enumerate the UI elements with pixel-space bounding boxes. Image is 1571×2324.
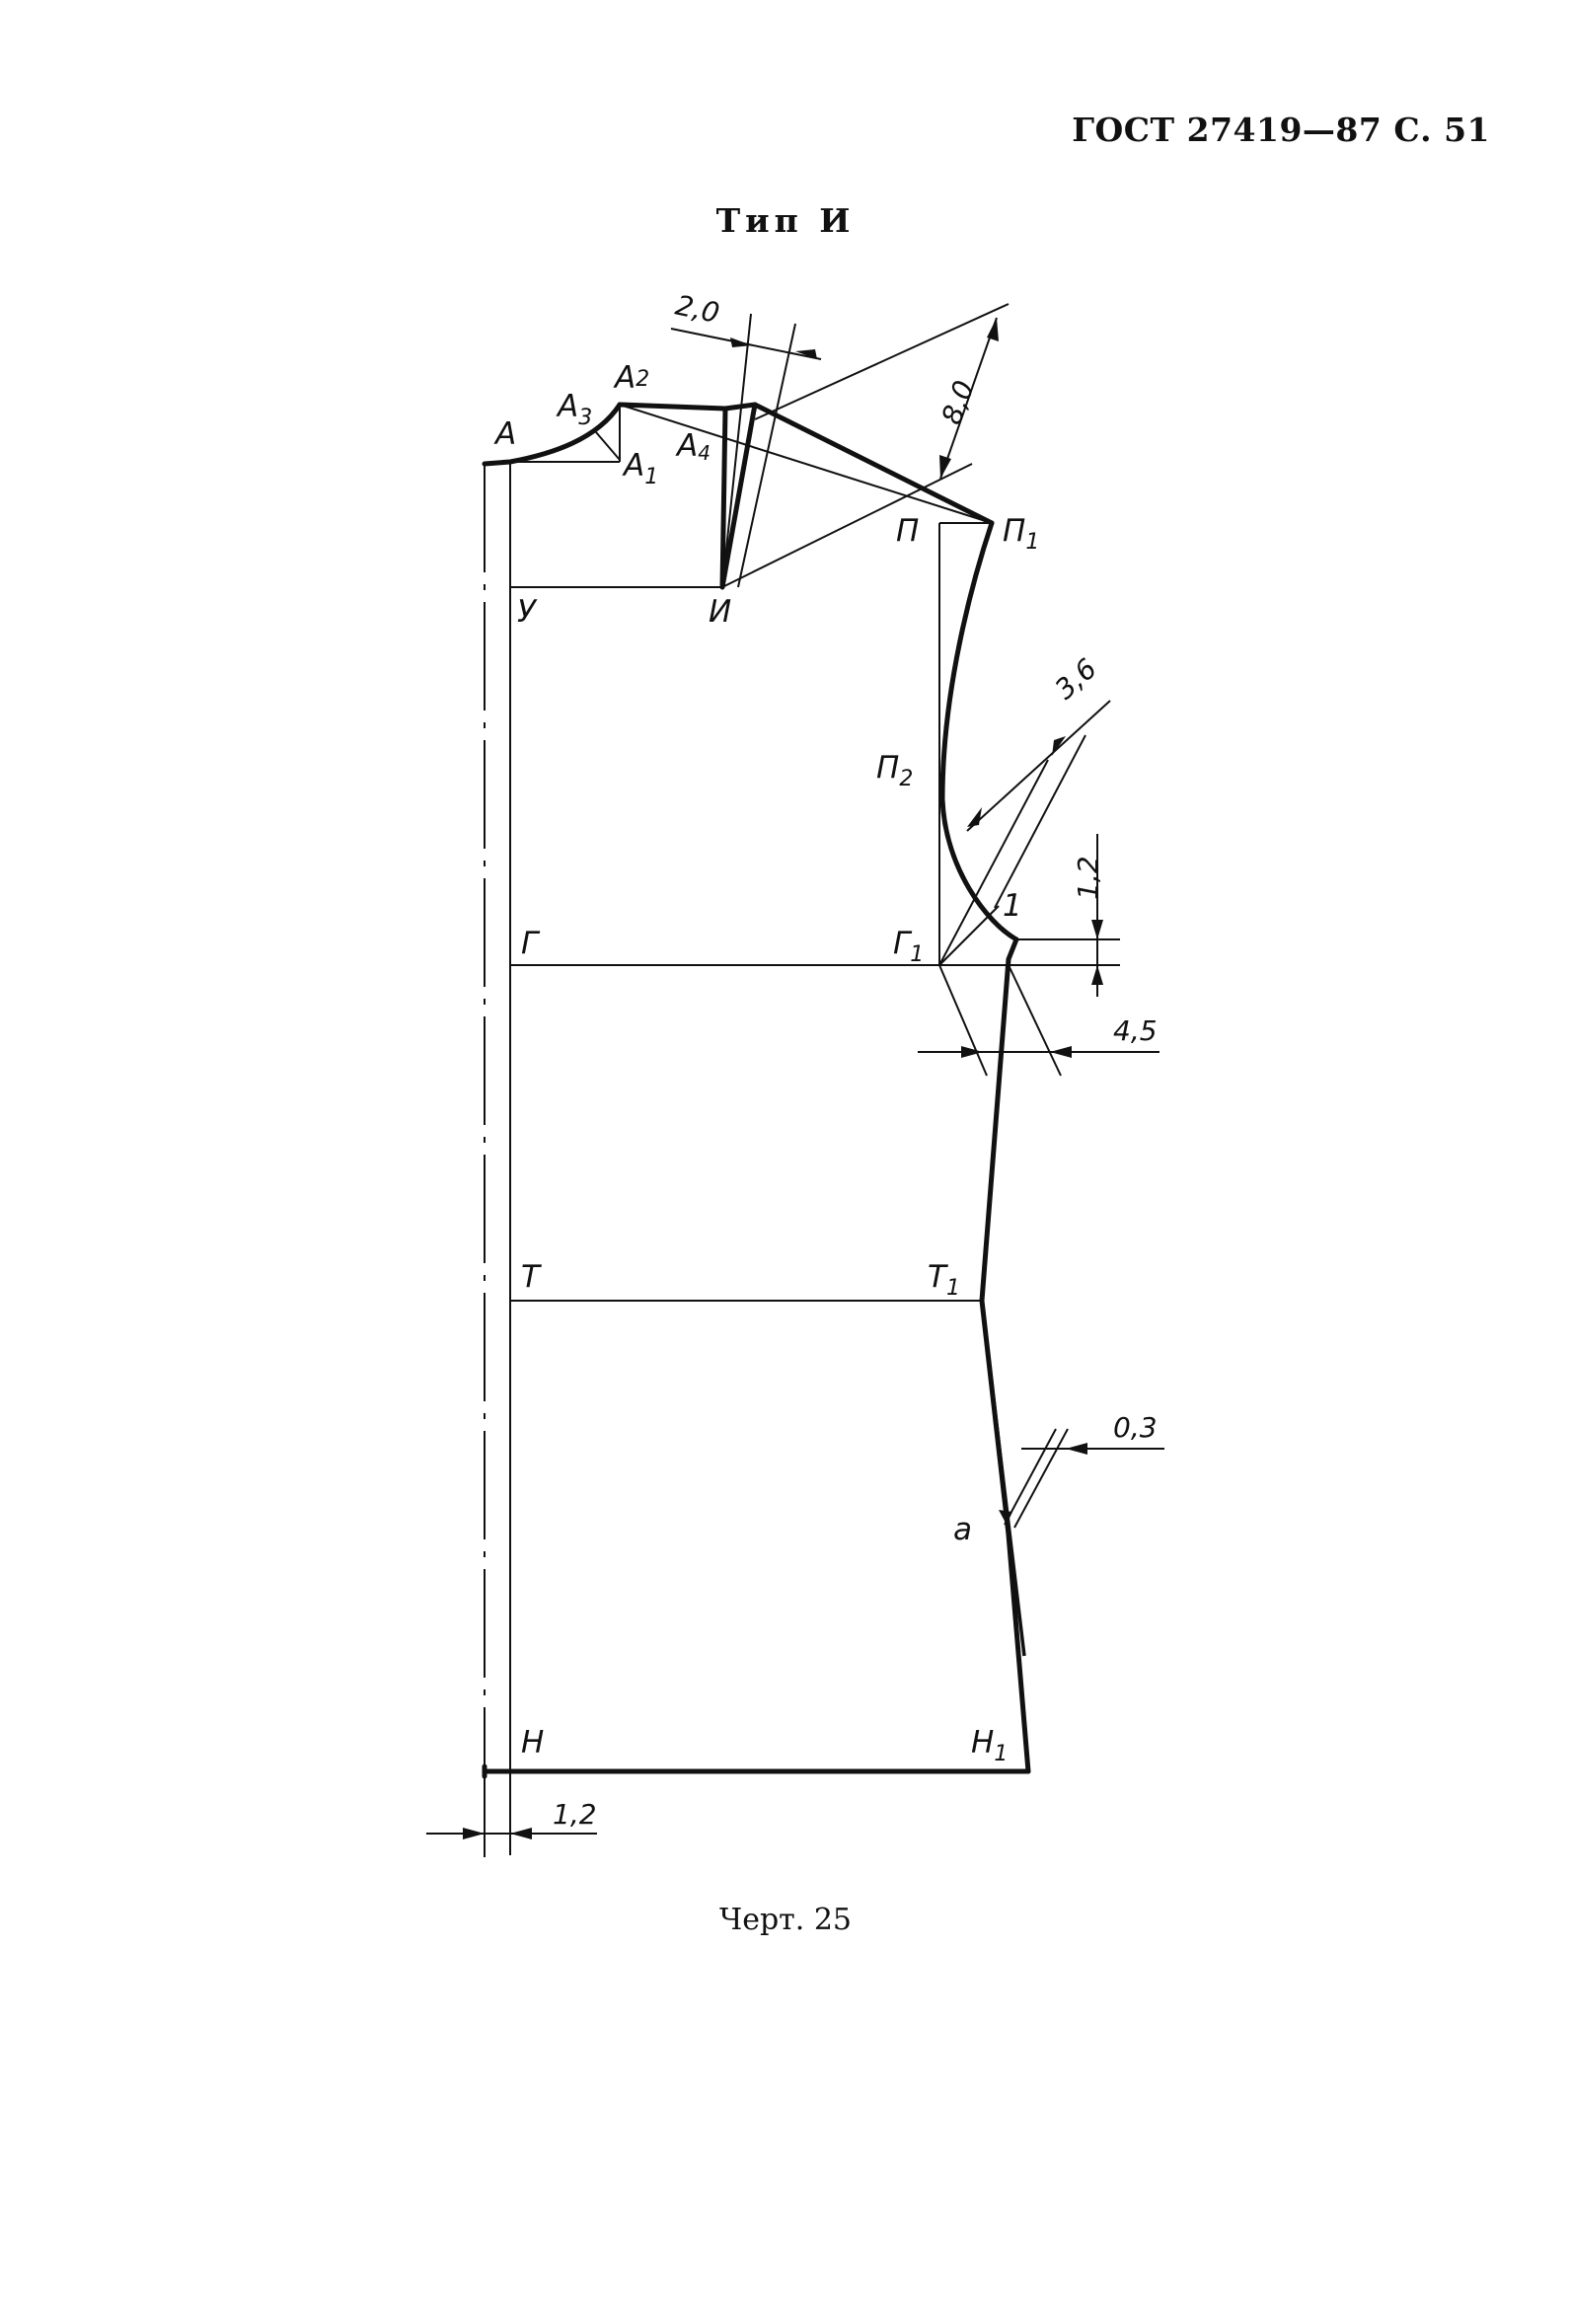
dim-2-0-label: 2,0 (673, 289, 722, 331)
label-p1: П1 (1003, 513, 1039, 555)
dim-3-6-guide-2 (994, 734, 1086, 909)
label-a3: А3 (556, 389, 592, 430)
armhole-curve (939, 520, 1019, 942)
page-header: ГОСТ 27419—87 С. 51 (1072, 111, 1490, 149)
label-a2: А2 (613, 360, 649, 396)
shoulder-line-left (617, 402, 728, 412)
label-p2-sub: 2 (899, 767, 913, 791)
dim-4-5-arrow-left (961, 1046, 983, 1058)
dart-guide-1 (721, 313, 752, 588)
label-t1: Т1 (928, 1259, 960, 1301)
label-i: И (709, 594, 731, 630)
dim-0-3-label: 0,3 (1113, 1411, 1158, 1444)
label-a2-sub: 2 (636, 367, 649, 392)
dim-0-3-guide-1 (1004, 1428, 1057, 1526)
label-n1-sub: 1 (994, 1742, 1008, 1766)
shoulder-line-right (722, 402, 995, 526)
figure-type-title: Тип И (715, 201, 856, 240)
label-a3-main: А (556, 389, 578, 424)
dim-1-2-bottom-label: 1,2 (553, 1798, 597, 1831)
label-p2-main: П (876, 750, 899, 786)
label-a1: А1 (622, 448, 658, 489)
label-g1-sub: 1 (910, 942, 924, 967)
dim-3-6-label: 3,6 (1049, 652, 1103, 706)
lower-side-guide (980, 1300, 1026, 1657)
a3-a1-line (595, 431, 621, 461)
label-g: Г (521, 926, 541, 961)
label-a4: А4 (675, 428, 711, 465)
label-t1-sub: 1 (946, 1276, 960, 1301)
dim-4-5-guide-2 (1008, 964, 1062, 1077)
dim-8-0-line (939, 317, 998, 480)
dart-guide-2 (737, 323, 796, 588)
dim-1-2-bottom-arrow-right (510, 1828, 532, 1839)
dim-8-0-arrow-top (987, 318, 999, 341)
label-p1-main: П (1003, 513, 1025, 549)
label-p1-sub: 1 (1025, 530, 1039, 555)
label-point-1: 1 (1003, 888, 1022, 924)
figure-caption: Черт. 25 (719, 1903, 852, 1937)
label-a4-main: А (675, 428, 698, 464)
label-u: У (517, 594, 538, 630)
dim-4-5-guide-1 (938, 964, 988, 1077)
label-g1-main: Г (893, 926, 913, 961)
dim-1-2-bottom-arrow-left (463, 1828, 485, 1839)
dim-8-0-arrow-bottom (939, 455, 951, 479)
label-a4-sub: 4 (698, 441, 711, 465)
label-a: А (493, 416, 516, 452)
label-p: П (896, 513, 919, 549)
label-a3-sub: 3 (578, 406, 592, 430)
label-n1-main: Н (971, 1725, 994, 1761)
label-a1-sub: 1 (644, 465, 658, 489)
neck-curve (482, 402, 623, 467)
dim-0-3-arrow (1066, 1443, 1087, 1455)
dim-3-6-arrow-right (1052, 736, 1066, 756)
dim-4-5-label: 4,5 (1113, 1014, 1158, 1047)
label-n: Н (521, 1725, 544, 1761)
dim-0-3-guide-2 (1013, 1428, 1069, 1529)
dim-1-2-right-arrow-bottom (1091, 965, 1103, 985)
label-n1: Н1 (971, 1725, 1008, 1766)
label-t: Т (521, 1259, 542, 1295)
dim-3-6-arrow-left (967, 807, 982, 827)
dim-4-5-arrow-right (1050, 1046, 1072, 1058)
label-a-lower: а (953, 1512, 972, 1547)
label-p2: П2 (876, 750, 913, 791)
i-to-shoulder-line (721, 463, 973, 588)
a2-p1-line (619, 404, 993, 524)
g1-1-line (938, 905, 1000, 966)
label-t1-main: Т (928, 1259, 948, 1295)
label-a2-main: А (613, 360, 636, 396)
dim-0-3-arrow-a (999, 1510, 1012, 1525)
dim-3-6-guide-1 (938, 759, 1049, 966)
label-g1: Г1 (893, 926, 924, 967)
dim-2-0-arrow-right (795, 349, 817, 359)
side-seam-upper (979, 937, 1019, 1304)
dim-2-0-arrow-left (730, 337, 752, 347)
dim-1-2-right-label: 1,2 (1072, 856, 1104, 900)
label-a1-main: А (622, 448, 644, 484)
dim-1-2-right-arrow-top (1091, 920, 1103, 939)
dim-3-6-line (966, 700, 1111, 832)
dart-to-top-line (754, 303, 1010, 420)
